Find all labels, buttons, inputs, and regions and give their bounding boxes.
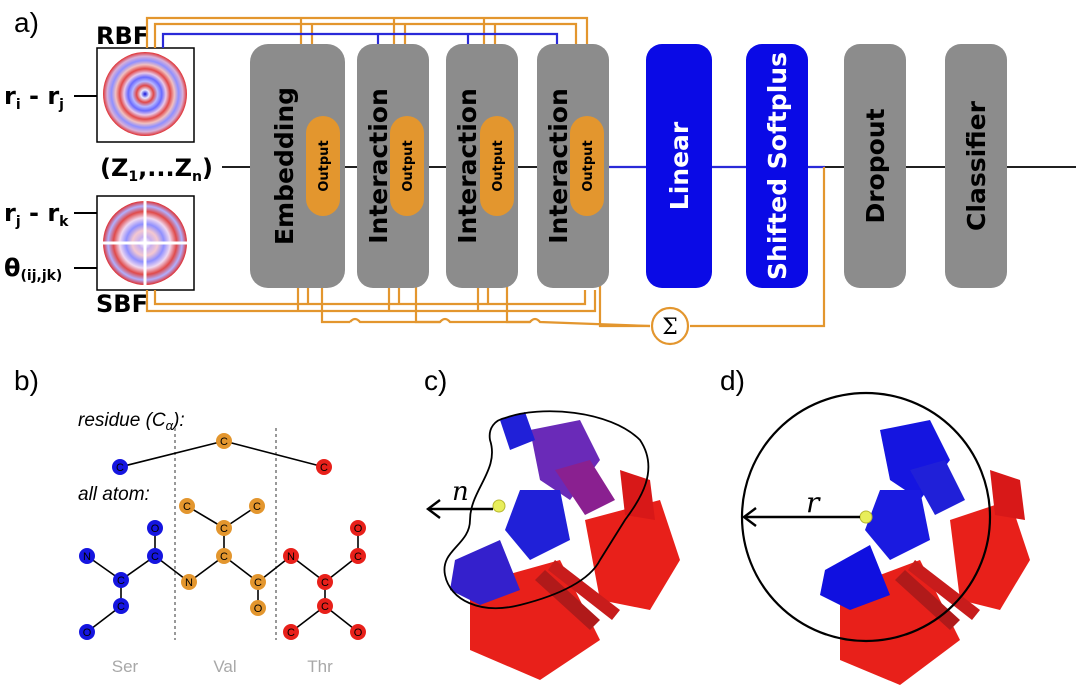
block-linear-label: Linear [665,121,694,210]
residue-graph: C C C [112,433,332,475]
svg-text:C: C [320,462,328,474]
block-classifier: Classifier [945,44,1007,288]
svg-text:O: O [354,523,363,535]
protein-structure-c [450,412,680,680]
input-z-label: (Z1,...Zn) [100,154,213,185]
svg-text:C: C [151,551,159,563]
svg-text:C: C [116,462,124,474]
svg-text:C: C [321,601,329,613]
svg-text:O: O [354,627,363,639]
center-atom-c [492,499,506,513]
svg-text:C: C [287,627,295,639]
radius-label: r [806,486,821,519]
all-atom-nodes: N C C O C O N C C C C C O N C C O C C O [79,498,366,640]
input-rjk-label: rj - rk [4,199,69,230]
svg-text:N: N [83,551,91,563]
residue-thr-label: Thr [307,657,333,676]
block-linear: Linear [646,44,712,288]
output-pill-3: Output [480,116,514,216]
svg-text:O: O [151,523,160,535]
panel-d-letter: d) [720,365,745,396]
block-embedding-label: Embedding [270,87,299,245]
block-dropout: Dropout [844,44,906,288]
neighbors-label: n [452,477,469,507]
output-pill-4: Output [570,116,604,216]
all-atom-label: all atom: [78,484,150,505]
sbf-label: SBF [96,290,148,318]
residue-label: residue (Cα): [78,410,185,433]
output-pill-1: Output [306,116,340,216]
svg-text:C: C [220,551,228,563]
center-atom-d [859,510,873,524]
block-interaction-2-label: Interaction [453,88,482,244]
residue-ser-label: Ser [112,657,139,676]
block-interaction-1-label: Interaction [364,88,393,244]
svg-text:N: N [185,577,193,589]
surface-outline [443,410,650,609]
block-classifier-label: Classifier [962,100,991,231]
output-pill-2: Output [390,116,424,216]
svg-text:C: C [117,575,125,587]
svg-text:C: C [220,436,228,448]
blue-top-connectors [161,32,559,48]
rbf-label: RBF [96,22,149,50]
svg-text:N: N [287,551,295,563]
input-theta-label: θ(ij,jk) [4,254,62,284]
sbf-image [96,195,195,291]
output-pill-2-label: Output [401,140,416,191]
svg-text:C: C [354,551,362,563]
residue-val-label: Val [213,657,236,676]
svg-text:C: C [253,501,261,513]
block-dropout-label: Dropout [861,108,890,223]
protein-structure-d [820,420,1030,685]
rbf-image [96,47,195,143]
sum-symbol: Σ [662,315,678,340]
svg-text:C: C [117,601,125,613]
sum-node: Σ [650,306,690,346]
panel-a-letter: a) [14,7,39,38]
output-pill-4-label: Output [581,140,596,191]
svg-text:C: C [254,577,262,589]
svg-text:O: O [83,627,92,639]
svg-text:O: O [254,603,263,615]
input-rij-label: ri - rj [4,82,64,113]
output-pill-3-label: Output [491,140,506,191]
svg-text:C: C [220,523,228,535]
svg-text:C: C [321,577,329,589]
block-interaction-3-label: Interaction [544,88,573,244]
block-shifted-softplus: Shifted Softplus [746,44,808,288]
svg-text:C: C [183,501,191,513]
block-embedding: Embedding [250,44,345,288]
output-pill-1-label: Output [317,140,332,191]
panel-c-letter: c) [424,365,447,396]
panel-b-letter: b) [14,365,39,396]
block-shifted-softplus-label: Shifted Softplus [763,52,792,280]
